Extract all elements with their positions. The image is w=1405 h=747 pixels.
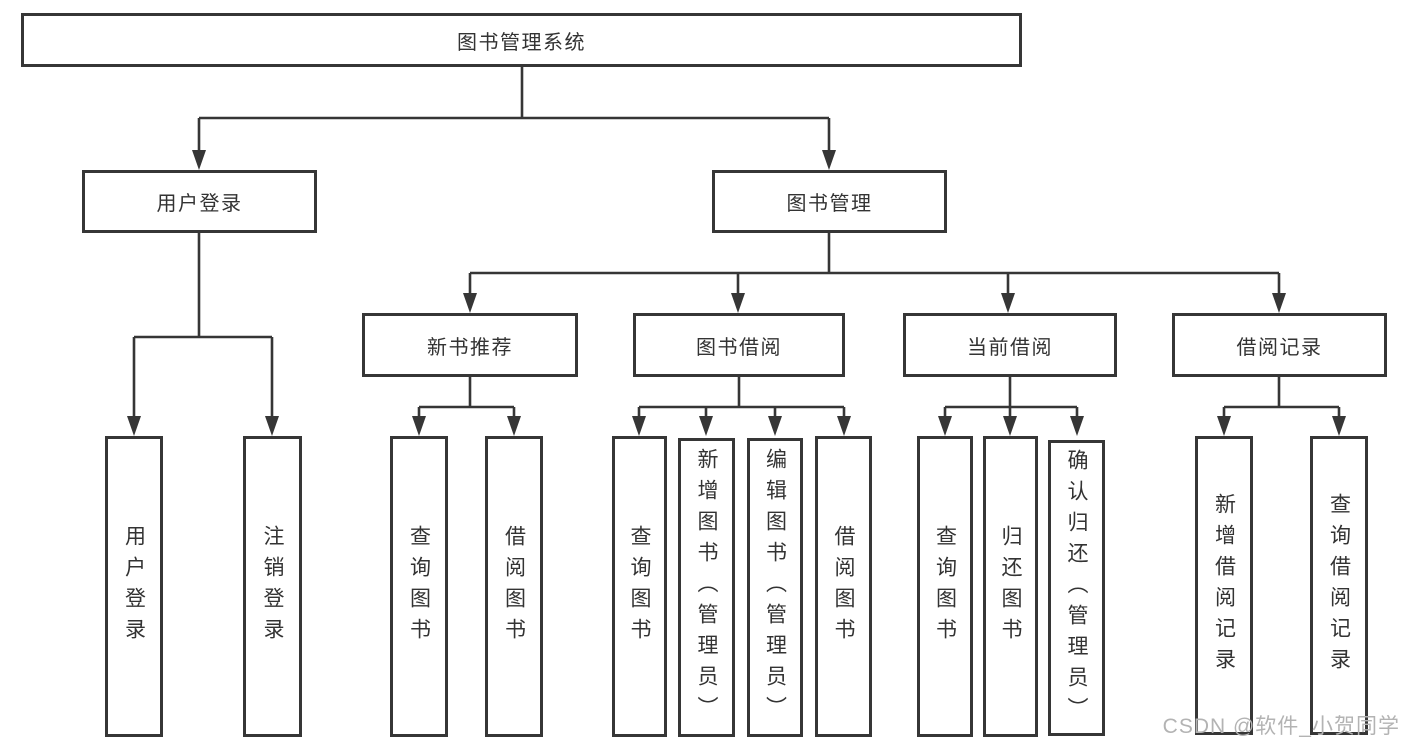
leaf-query-books-3-label: 查询图书: [933, 524, 957, 649]
leaf-query-books-1: 查询图书: [390, 436, 448, 737]
leaf-user-login: 用户登录: [105, 436, 163, 737]
leaf-borrow-books-2-label: 借阅图书: [832, 524, 855, 649]
leaf-borrow-books-2: 借阅图书: [815, 436, 872, 737]
node-new-book-recommend: 新书推荐: [362, 313, 578, 377]
node-book-management: 图书管理: [712, 170, 947, 233]
leaf-query-books-1-label: 查询图书: [407, 524, 431, 649]
node-book-management-label: 图书管理: [786, 193, 873, 215]
leaf-add-borrow-record: 新增借阅记录: [1195, 436, 1253, 735]
leaf-user-login-label: 用户登录: [122, 524, 146, 649]
leaf-query-books-2-label: 查询图书: [628, 524, 651, 649]
leaf-query-books-2: 查询图书: [612, 436, 667, 737]
node-book-borrow: 图书借阅: [633, 313, 845, 377]
node-borrow-records-label: 借阅记录: [1236, 336, 1323, 359]
leaf-add-book-admin: 新增图书（管理员）: [678, 438, 735, 737]
leaf-confirm-return-admin-label: 确认归还（管理员）: [1065, 448, 1088, 728]
node-borrow-records: 借阅记录: [1172, 313, 1387, 377]
leaf-logout: 注销登录: [243, 436, 302, 737]
leaf-edit-book-admin-label: 编辑图书（管理员）: [763, 448, 787, 727]
connector-book-borrow: [632, 377, 851, 436]
node-root-label: 图书管理系统: [457, 31, 586, 54]
node-user-login-label: 用户登录: [156, 193, 243, 215]
leaf-add-borrow-record-label: 新增借阅记录: [1212, 492, 1236, 679]
leaf-query-books-3: 查询图书: [917, 436, 973, 737]
csdn-watermark: CSDN @软件_小贺同学: [1162, 715, 1400, 738]
node-book-borrow-label: 图书借阅: [696, 336, 782, 359]
leaf-add-book-admin-label: 新增图书（管理员）: [695, 448, 718, 727]
connector-user-login: [127, 233, 279, 436]
leaf-return-book: 归还图书: [983, 436, 1038, 737]
node-user-login: 用户登录: [82, 170, 317, 233]
connector-new-book-recommend: [412, 377, 521, 436]
node-new-book-recommend-label: 新书推荐: [427, 336, 513, 359]
connector-current-borrow: [938, 377, 1084, 436]
leaf-confirm-return-admin: 确认归还（管理员）: [1048, 440, 1105, 736]
connector-borrow-records: [1217, 377, 1346, 436]
node-root: 图书管理系统: [21, 13, 1022, 67]
node-current-borrow-label: 当前借阅: [967, 336, 1053, 359]
leaf-query-borrow-record: 查询借阅记录: [1310, 436, 1368, 735]
connector-book-management: [463, 233, 1286, 313]
connector-root: [192, 67, 836, 170]
leaf-logout-label: 注销登录: [261, 524, 284, 649]
leaf-borrow-books-1: 借阅图书: [485, 436, 543, 737]
leaf-borrow-books-1-label: 借阅图书: [502, 524, 526, 649]
leaf-edit-book-admin: 编辑图书（管理员）: [747, 438, 803, 737]
node-current-borrow: 当前借阅: [903, 313, 1117, 377]
leaf-return-book-label: 归还图书: [999, 524, 1022, 649]
leaf-query-borrow-record-label: 查询借阅记录: [1327, 492, 1351, 679]
